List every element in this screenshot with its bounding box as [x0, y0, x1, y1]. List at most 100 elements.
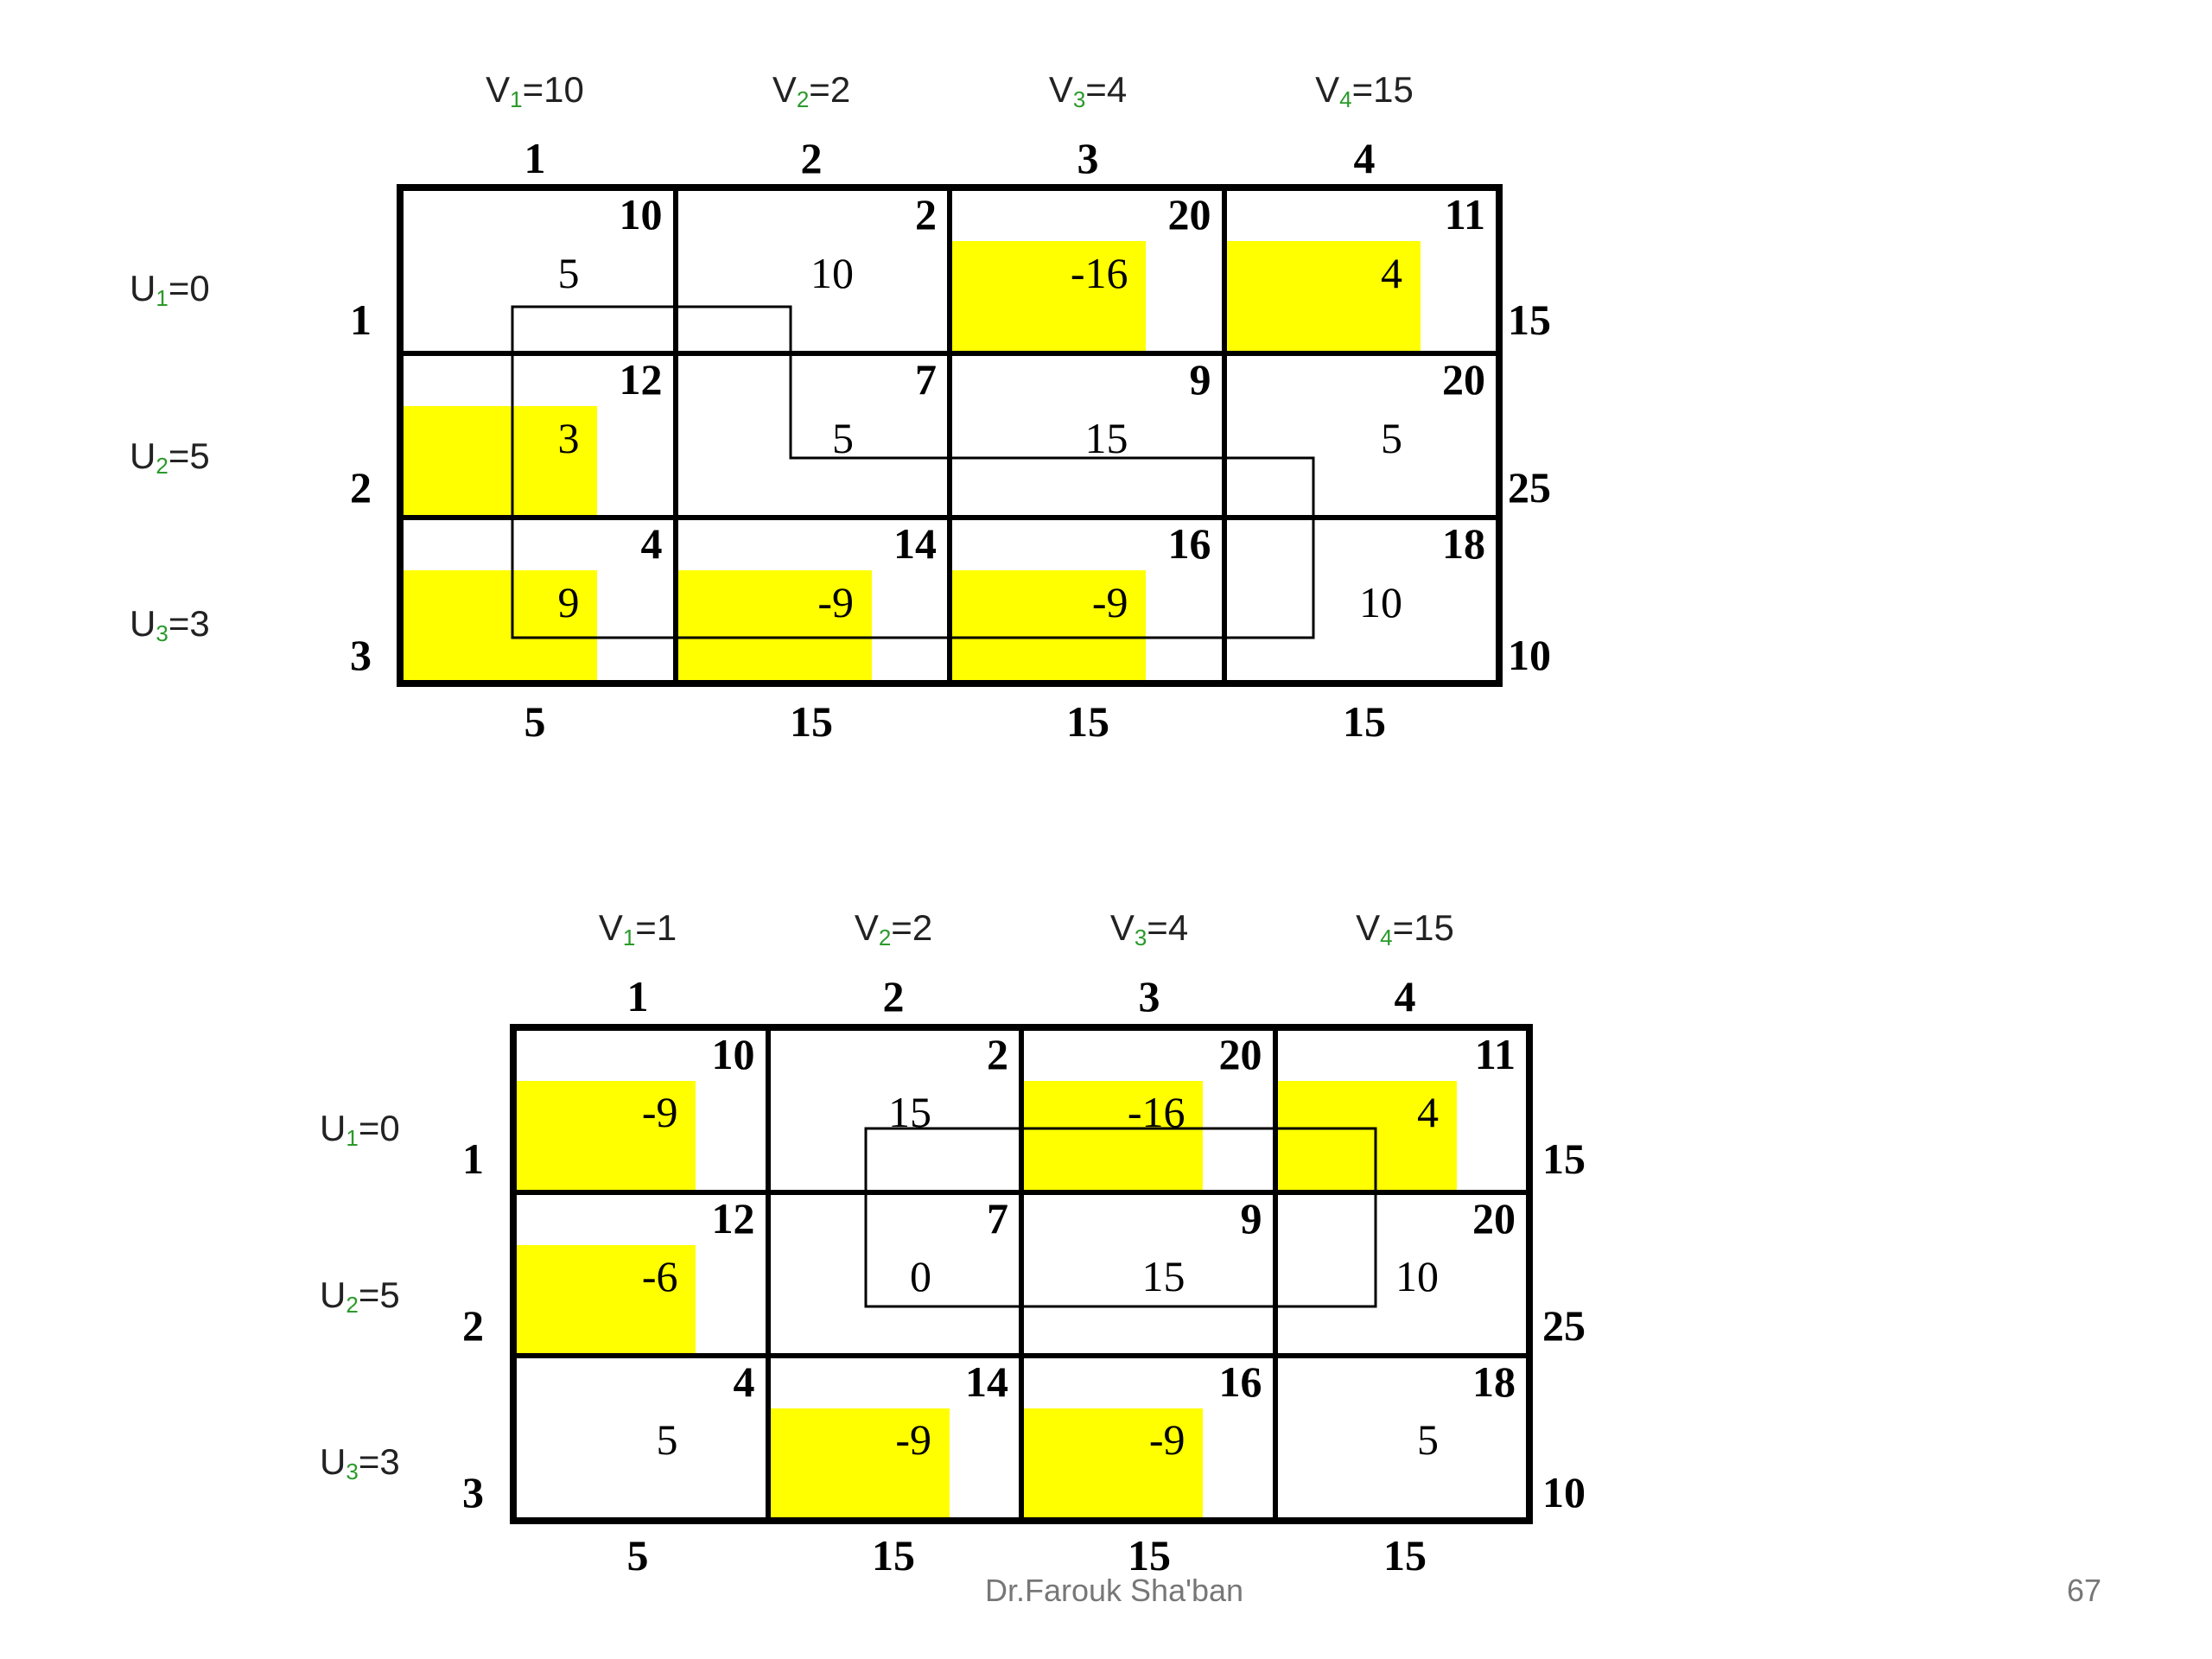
cell-cost: 2 [987, 1030, 1008, 1078]
supply-2: 25 [1508, 463, 1551, 512]
cell-value: 9 [557, 578, 580, 627]
cell-3-2: 14 -9 [767, 1356, 1021, 1520]
cell-cost: 16 [1218, 1357, 1262, 1407]
supply-1: 15 [1508, 296, 1551, 344]
demand-1: 5 [524, 697, 546, 746]
cell-cost: 12 [619, 354, 663, 404]
cell-cost: 14 [893, 519, 937, 569]
cell-value: 15 [1084, 413, 1128, 462]
demand-1: 5 [626, 1531, 649, 1580]
cell-value: 15 [888, 1088, 931, 1136]
cell-3-4: 18 5 [1274, 1356, 1529, 1520]
cell-1-2: 2 15 [767, 1028, 1021, 1192]
highlight-fill [517, 1244, 696, 1354]
v-label-2: V2=2 [854, 907, 933, 950]
cell-cost: 4 [640, 519, 663, 569]
u-label-2: U2=5 [130, 435, 210, 479]
cell-1-3: 20-16 [1021, 1028, 1275, 1192]
page-number: 67 [2067, 1573, 2102, 1608]
demand-4: 15 [1383, 1531, 1427, 1580]
v-label-1: V1=1 [598, 907, 677, 950]
cell-value: -16 [1070, 249, 1128, 297]
highlight-fill [517, 1081, 696, 1190]
cell-3-3: 16 -9 [950, 518, 1224, 683]
cell-value: 10 [1395, 1251, 1439, 1300]
u-label-2: U2=5 [320, 1274, 400, 1318]
cell-cost: 9 [1189, 354, 1211, 404]
supply-3: 10 [1508, 631, 1551, 679]
cell-cost: 16 [1167, 519, 1211, 569]
column-number-3: 3 [1077, 134, 1099, 182]
cell-value: -16 [1127, 1088, 1185, 1136]
row-number-2: 2 [350, 463, 372, 512]
cell-value: -9 [1091, 578, 1128, 627]
cell-1-1: 10 5 [401, 188, 676, 353]
row-number-1: 1 [350, 296, 372, 344]
row-number-1: 1 [462, 1135, 484, 1183]
row-number-3: 3 [350, 631, 372, 679]
cell-1-1: 10-9 [514, 1028, 768, 1192]
cell-cost: 20 [1442, 354, 1485, 404]
cell-value: -9 [1148, 1415, 1185, 1465]
v-label-4: V4=15 [1356, 907, 1454, 950]
u-label-1: U1=0 [130, 268, 210, 311]
cell-cost: 11 [1444, 190, 1485, 238]
cell-cost: 7 [915, 354, 937, 404]
v-label-3: V3=4 [1048, 69, 1128, 112]
demand-3: 15 [1066, 697, 1109, 746]
column-number-2: 2 [800, 134, 823, 182]
cell-2-1: 12 -6 [514, 1192, 768, 1357]
column-number-3: 3 [1138, 972, 1160, 1020]
supply-3: 10 [1542, 1468, 1586, 1516]
cell-cost: 11 [1474, 1030, 1516, 1078]
cell-3-2: 14-9 [675, 518, 950, 683]
row-number-3: 3 [462, 1468, 484, 1516]
v-label-4: V4=15 [1315, 69, 1414, 112]
column-number-2: 2 [882, 972, 905, 1020]
cell-value: -6 [641, 1251, 678, 1300]
cell-value: -9 [895, 1415, 931, 1465]
cell-cost: 4 [733, 1357, 755, 1407]
highlight-fill [770, 1408, 950, 1517]
demand-2: 15 [790, 697, 833, 746]
cell-cost: 12 [711, 1193, 755, 1243]
cell-value: 15 [1141, 1251, 1185, 1300]
row-number-2: 2 [462, 1301, 484, 1350]
v-label-3: V3=4 [1109, 907, 1189, 950]
cell-2-3: 9 15 [950, 353, 1224, 518]
cell-value: 10 [1359, 578, 1402, 627]
cell-cost: 20 [1472, 1193, 1516, 1243]
u-label-3: U3=3 [320, 1440, 400, 1484]
cell-2-1: 12 3 [401, 353, 676, 518]
cell-value: -9 [641, 1088, 678, 1136]
cell-value: 10 [810, 249, 854, 297]
supply-1: 15 [1542, 1135, 1586, 1183]
column-number-1: 1 [626, 972, 649, 1020]
cell-value: 5 [557, 249, 580, 297]
cell-cost: 10 [619, 190, 663, 238]
v-label-1: V1=10 [486, 69, 584, 112]
cell-cost: 14 [965, 1357, 1008, 1407]
cell-cost: 9 [1240, 1193, 1262, 1243]
cell-value: 5 [656, 1415, 678, 1465]
footer-author: Dr.Farouk Sha'ban [985, 1573, 1244, 1608]
cell-cost: 18 [1472, 1357, 1516, 1407]
cell-value: 5 [1417, 1415, 1439, 1465]
cell-1-3: 20-16 [950, 188, 1224, 353]
supply-2: 25 [1542, 1301, 1586, 1350]
cell-value: 3 [557, 413, 580, 462]
demand-3: 15 [1128, 1531, 1171, 1580]
demand-2: 15 [872, 1531, 915, 1580]
column-number-4: 4 [1353, 134, 1376, 182]
u-label-3: U3=3 [130, 603, 210, 646]
